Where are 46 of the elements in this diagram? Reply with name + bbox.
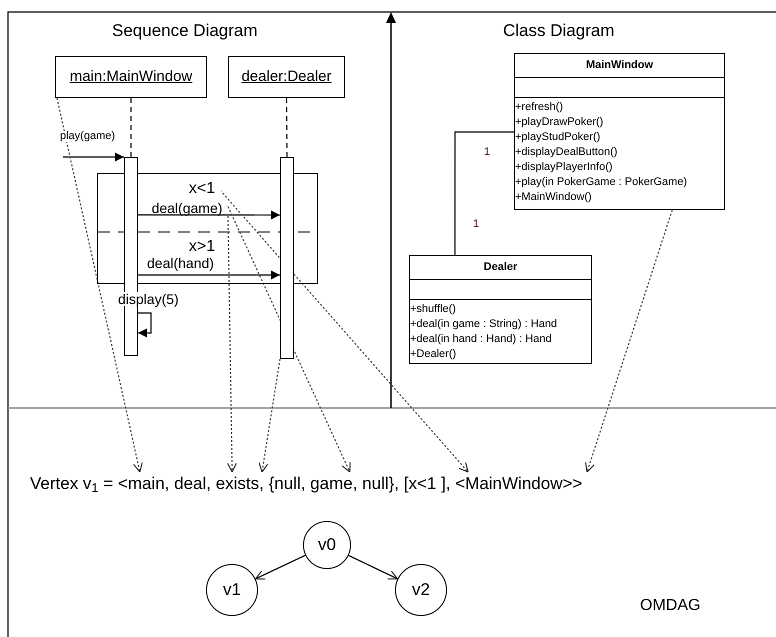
multiplicity: 1	[484, 147, 490, 158]
message-arrow	[138, 270, 280, 280]
arrow	[348, 554, 398, 580]
lifeline	[130, 98, 132, 157]
leader-line	[258, 358, 281, 473]
method-signature: +shuffle()	[410, 302, 457, 317]
leader-line	[220, 190, 469, 473]
method-signature: +playStudPoker()	[515, 130, 602, 145]
object-box: dealer:Dealer	[228, 56, 345, 98]
edge-label: display(5)	[118, 292, 179, 306]
edge-label: deal(hand)	[147, 256, 214, 270]
method-signature: +deal(in hand : Hand) : Hand	[410, 332, 553, 347]
method-signature: +play(in PokerGame : PokerGame)	[515, 175, 688, 190]
leader-line	[226, 216, 238, 473]
self-message-arrow	[138, 312, 152, 338]
method-signature: +displayDealButton()	[515, 145, 618, 160]
graph-vertex: v1	[206, 564, 258, 616]
leader-line	[585, 210, 673, 473]
edge-label: play(game)	[60, 131, 116, 142]
association-line	[454, 131, 514, 255]
leader-line	[56, 98, 143, 473]
lifeline	[286, 98, 288, 157]
method-signature: +deal(in game : String) : Hand	[410, 317, 558, 332]
graph-vertex: v0	[303, 521, 351, 569]
class-box	[514, 53, 725, 210]
message-label: deal(game)	[145, 198, 229, 217]
diagram-heading: Class Diagram	[503, 22, 614, 39]
diagram-type-label: OMDAG	[640, 598, 700, 614]
class-name: Dealer	[484, 260, 518, 276]
method-signature: +displayPlayerInfo()	[515, 160, 614, 175]
graph-vertex: v2	[395, 564, 447, 616]
method-signature: +Dealer()	[410, 347, 458, 362]
message-arrow	[138, 210, 280, 220]
class-box	[409, 255, 592, 364]
diagram-heading: Sequence Diagram	[112, 22, 258, 39]
method-signature: +refresh()	[515, 100, 564, 115]
method-signature: +MainWindow()	[515, 190, 593, 205]
multiplicity: 1	[473, 219, 480, 230]
arrow	[254, 554, 306, 580]
object-box: main:MainWindow	[55, 56, 207, 98]
leader-line	[227, 206, 351, 473]
method-signature: +playDrawPoker()	[515, 115, 604, 130]
activation-bar	[280, 157, 294, 359]
message-arrow	[63, 152, 124, 162]
vertex-formula: Vertex v$_{1}$ = <main, deal, exists, {null, game, null}, [x<1 ], <MainWindow>>	[30, 472, 680, 496]
class-name: MainWindow	[586, 58, 654, 74]
